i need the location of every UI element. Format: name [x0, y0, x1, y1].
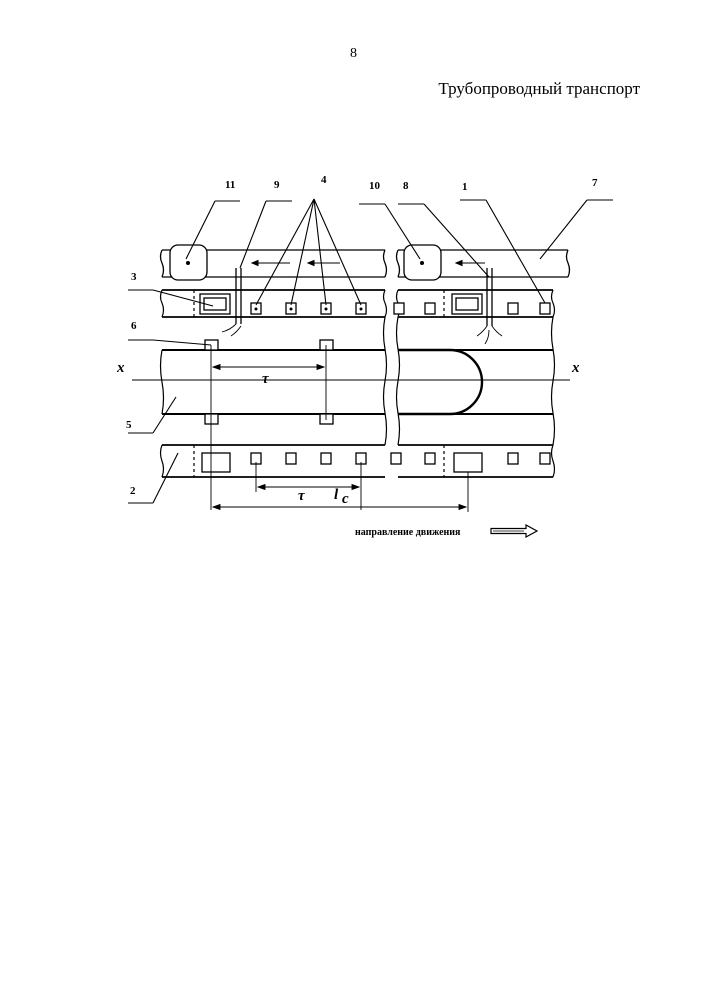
callout-9: 9	[274, 179, 280, 191]
callout-6: 6	[131, 320, 137, 332]
capsule-5	[162, 350, 553, 414]
dimension-lines	[211, 345, 468, 512]
callout-7: 7	[592, 177, 598, 189]
axis-label-right: x	[571, 360, 580, 376]
callout-5: 5	[126, 419, 132, 431]
callout-4: 4	[321, 174, 327, 186]
flow-arrows	[252, 261, 485, 266]
tau-label-lower: τ	[298, 488, 306, 504]
direction-caption: направление движения	[355, 527, 461, 538]
callout-1: 1	[462, 181, 468, 193]
callout-10: 10	[369, 180, 381, 192]
stator-coils-bottom	[202, 453, 550, 472]
capsule-magnets	[205, 340, 333, 424]
tau-label-upper: τ	[262, 371, 270, 387]
callout-3: 3	[131, 271, 137, 283]
lc-label: l	[334, 487, 339, 503]
stator-coils-top	[200, 294, 550, 314]
upper-pipe	[161, 250, 570, 277]
callout-8: 8	[403, 180, 409, 192]
callout-11: 11	[225, 179, 235, 191]
lc-subscript: c	[342, 491, 349, 507]
direction-arrow	[491, 525, 537, 537]
callout-labels: 11 9 4 10 8 1 7 3 6 5 2 x x τ τ l c напр…	[116, 174, 598, 538]
axis-label-left: x	[116, 360, 125, 376]
callout-2: 2	[130, 485, 136, 497]
